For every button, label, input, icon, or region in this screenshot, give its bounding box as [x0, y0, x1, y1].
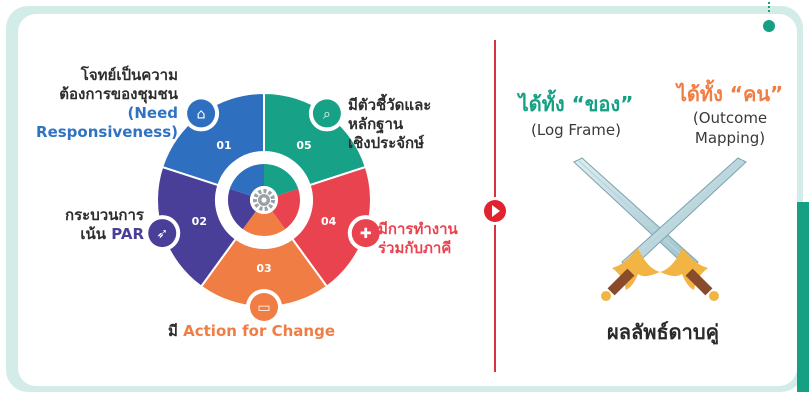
label-01-accent-2: Responsiveness)	[36, 123, 178, 141]
label-05-line-1: มีตัวชี้วัดและ	[348, 96, 432, 114]
label-action-for-change: มี Action for Change	[168, 322, 368, 341]
label-04-line-2: ร่วมกับภาคี	[378, 239, 452, 257]
segment-number-04: 04	[321, 215, 337, 228]
subtitle-outcome-line-1: (Outcome	[692, 109, 768, 127]
inner-segment-01	[229, 164, 264, 196]
inner-segment-02	[228, 188, 256, 230]
pin-icon: ✚	[347, 215, 384, 252]
label-05-line-3: เชิงประจักษ์	[348, 134, 425, 152]
label-04-line-1: มีการทำงาน	[378, 220, 458, 238]
sword-left	[573, 157, 719, 301]
crossed-swords-icon	[573, 157, 747, 301]
sword-right	[601, 157, 747, 301]
label-partnership: มีการทำงาน ร่วมกับภาคี	[378, 220, 488, 258]
label-01-line-2: ต้องการของชุมชน	[59, 85, 178, 103]
label-par: กระบวนการ เน้น PAR	[40, 206, 144, 244]
segment-number-03: 03	[256, 262, 271, 275]
teal-accent-bar	[797, 202, 809, 392]
label-01-line-1: โจทย์เป็นความ	[80, 66, 178, 84]
svg-text:▭: ▭	[257, 300, 270, 316]
content-card	[18, 14, 797, 386]
svg-text:⌂: ⌂	[197, 106, 206, 122]
segment-number-01: 01	[216, 139, 231, 152]
label-02-line-1: กระบวนการ	[65, 206, 144, 224]
svg-text:✚: ✚	[360, 226, 372, 242]
result-caption: ผลลัพธ์ดาบคู่	[607, 320, 719, 344]
rocket-icon: ➶	[144, 215, 181, 252]
label-05-line-2: หลักฐาน	[348, 115, 404, 133]
label-03-prefix: มี	[168, 322, 178, 340]
inner-segment-03	[242, 211, 286, 236]
label-indicators-evidence: มีตัวชี้วัดและ หลักฐาน เชิงประจักษ์	[348, 96, 488, 153]
svg-text:➶: ➶	[156, 226, 168, 242]
label-02-accent: PAR	[111, 225, 144, 243]
label-01-accent-1: (Need	[127, 104, 179, 122]
svg-text:⌕: ⌕	[323, 106, 331, 122]
subtitle-outcome-line-2: Mapping)	[694, 129, 766, 147]
inner-segment-04	[272, 188, 301, 230]
play-arrow-icon	[484, 200, 506, 222]
segment-number-02: 02	[192, 215, 207, 228]
dotted-line	[768, 2, 772, 12]
subtitle-outcome-mapping: (Outcome Mapping)	[664, 108, 796, 148]
unlock-icon: ⌂	[183, 95, 220, 132]
accent-dot	[763, 20, 775, 32]
inner-segment-05	[264, 164, 299, 196]
subtitle-log-frame: (Log Frame)	[531, 121, 621, 139]
magnifier-icon: ⌕	[308, 95, 345, 132]
segment-number-05: 05	[296, 139, 311, 152]
title-things: ได้ทั้ง “ของ”	[518, 92, 634, 116]
label-03-accent: Action for Change	[183, 322, 335, 340]
laptop-icon: ▭	[246, 289, 282, 325]
title-people: ได้ทั้ง “คน”	[676, 82, 784, 106]
label-need-responsiveness: โจทย์เป็นความ ต้องการของชุมชน (Need Resp…	[28, 66, 178, 142]
gear-icon	[253, 189, 275, 211]
label-02-prefix: เน้น	[80, 225, 106, 243]
